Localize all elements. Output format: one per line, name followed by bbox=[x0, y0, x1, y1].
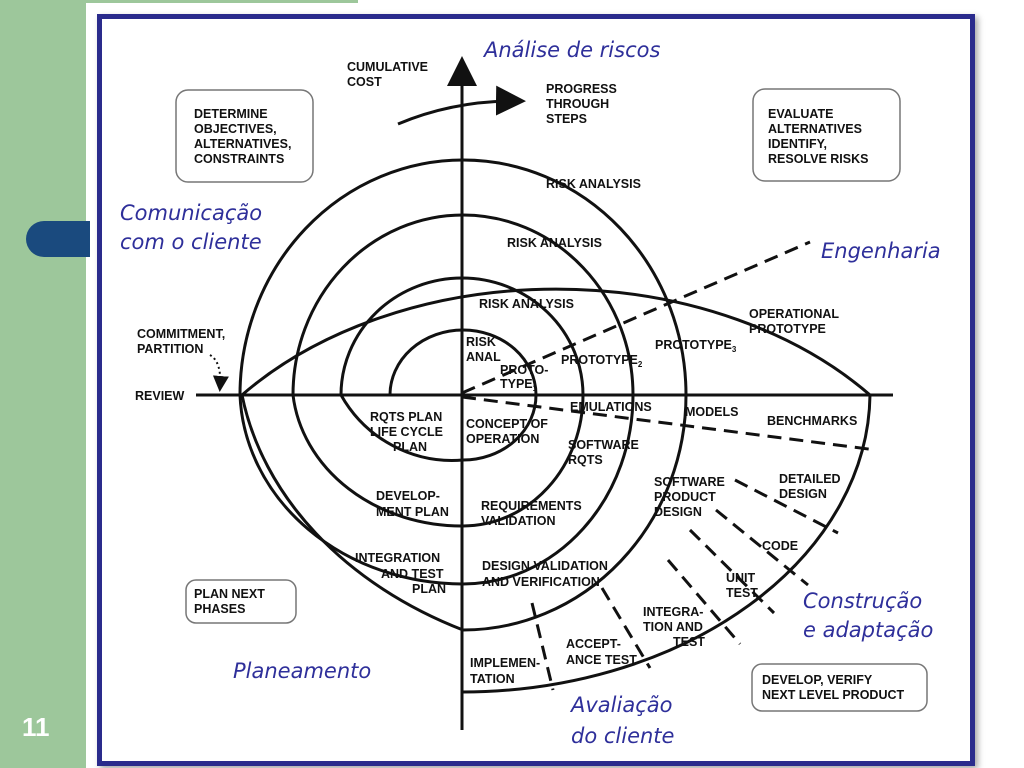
sidebar-band bbox=[0, 0, 86, 768]
phase-construcao-line-1: Construção bbox=[803, 589, 922, 613]
phase-avaliacao-line-1: Avaliação bbox=[569, 693, 672, 717]
dashed-tick-1 bbox=[734, 478, 839, 535]
plan-next-line-1: PLAN NEXT bbox=[194, 587, 265, 601]
code-label: CODE bbox=[762, 539, 798, 553]
software-rqts-line-1: SOFTWARE bbox=[568, 438, 639, 452]
rqts-plan-line-1: RQTS PLAN bbox=[370, 410, 442, 424]
develop-line-1: DEVELOP, VERIFY bbox=[762, 673, 873, 687]
prototype-1-line-2: TYPE1 bbox=[500, 377, 538, 393]
phase-comunicacao-line-2: com o cliente bbox=[120, 230, 262, 254]
dashed-tick-3 bbox=[688, 528, 776, 615]
dashed-tick-5 bbox=[600, 587, 652, 669]
concept-line-1: CONCEPT OF bbox=[466, 417, 548, 431]
software-rqts-line-2: RQTS bbox=[568, 453, 603, 467]
evaluate-line-4: RESOLVE RISKS bbox=[768, 152, 868, 166]
software-product-design-line-2: PRODUCT bbox=[654, 490, 716, 504]
software-product-design-line-3: DESIGN bbox=[654, 505, 702, 519]
cumulative-line-2: COST bbox=[347, 75, 382, 89]
operational-line-1: OPERATIONAL bbox=[749, 307, 839, 321]
spiral-loop-2 bbox=[339, 276, 585, 528]
determine-line-3: ALTERNATIVES, bbox=[194, 137, 291, 151]
spiral-loop-5 bbox=[240, 287, 872, 694]
emulations-label: EMULATIONS bbox=[570, 400, 652, 414]
determine-line-1: DETERMINE bbox=[194, 107, 268, 121]
top-accent-line bbox=[86, 0, 358, 3]
models-label: MODELS bbox=[685, 405, 738, 419]
progress-line-3: STEPS bbox=[546, 112, 587, 126]
dashed-tick-4 bbox=[666, 559, 742, 645]
dashed-tick-2 bbox=[715, 508, 809, 587]
unit-test-line-2: TEST bbox=[726, 586, 758, 600]
detailed-design-line-2: DESIGN bbox=[779, 487, 827, 501]
integration-plan-line-1: INTEGRATION bbox=[355, 551, 440, 565]
implementation-line-2: TATION bbox=[470, 672, 515, 686]
box-determine bbox=[175, 89, 314, 183]
determine-line-2: OBJECTIVES, bbox=[194, 122, 277, 136]
detailed-design-line-1: DETAILED bbox=[779, 472, 841, 486]
box-evaluate bbox=[752, 88, 901, 182]
phase-analise-riscos: Análise de riscos bbox=[482, 38, 660, 62]
phase-avaliacao-line-2: do cliente bbox=[571, 724, 674, 748]
spiral-loop-4 bbox=[238, 158, 688, 632]
prototype-2-label: PROTOTYPE2 bbox=[561, 353, 643, 369]
phase-engenharia: Engenharia bbox=[821, 239, 941, 263]
concept-line-2: OPERATION bbox=[466, 432, 539, 446]
prototype-1-line-1: PROTO- bbox=[500, 363, 548, 377]
evaluate-line-2: ALTERNATIVES bbox=[768, 122, 862, 136]
box-develop bbox=[751, 663, 928, 712]
implementation-line-1: IMPLEMEN- bbox=[470, 656, 540, 670]
evaluate-line-1: EVALUATE bbox=[768, 107, 834, 121]
integration-test-line-2: TION AND bbox=[643, 620, 703, 634]
slide-number: 11 bbox=[22, 712, 50, 742]
phase-construcao-line-2: e adaptação bbox=[803, 618, 933, 642]
plan-next-line-2: PHASES bbox=[194, 602, 245, 616]
acceptance-test-line-1: ACCEPT- bbox=[566, 637, 621, 651]
evaluate-line-3: IDENTIFY, bbox=[768, 137, 827, 151]
phase-comunicacao-line-1: Comunicação bbox=[120, 201, 262, 225]
software-product-design-line-1: SOFTWARE bbox=[654, 475, 725, 489]
integration-plan-line-2: AND TEST bbox=[381, 567, 444, 581]
risk-anal-line-1: RISK bbox=[466, 335, 496, 349]
commitment-arrow bbox=[209, 354, 229, 392]
unit-test-line-1: UNIT bbox=[726, 571, 756, 585]
integration-test-line-1: INTEGRA- bbox=[643, 605, 703, 619]
requirements-validation-line-2: VALIDATION bbox=[481, 514, 556, 528]
risk-analysis-inner: RISK ANALYSIS bbox=[479, 297, 574, 311]
design-validation-line-2: AND VERIFICATION bbox=[482, 575, 600, 589]
risk-analysis-outer: RISK ANALYSIS bbox=[546, 177, 641, 191]
dashed-line-upper bbox=[461, 240, 811, 395]
commitment-line-1: COMMITMENT, bbox=[137, 327, 225, 341]
prototype-3-label: PROTOTYPE3 bbox=[655, 338, 737, 354]
rqts-plan-line-2: LIFE CYCLE bbox=[370, 425, 443, 439]
progress-arrow bbox=[397, 85, 526, 126]
cumulative-line-1: CUMULATIVE bbox=[347, 60, 428, 74]
dashed-line-lower bbox=[461, 395, 877, 452]
review-label: REVIEW bbox=[135, 389, 185, 403]
spiral-loop-3 bbox=[291, 213, 635, 586]
design-validation-line-1: DESIGN VALIDATION bbox=[482, 559, 608, 573]
rqts-plan-line-3: PLAN bbox=[393, 440, 427, 454]
risk-analysis-mid: RISK ANALYSIS bbox=[507, 236, 602, 250]
progress-line-1: PROGRESS bbox=[546, 82, 617, 96]
risk-anal-line-2: ANAL bbox=[466, 350, 501, 364]
box-plan-next bbox=[185, 579, 297, 624]
develop-line-2: NEXT LEVEL PRODUCT bbox=[762, 688, 905, 702]
spiral-loop-1 bbox=[388, 328, 538, 462]
acceptance-test-line-2: ANCE TEST bbox=[566, 653, 637, 667]
dashed-tick-6 bbox=[530, 602, 555, 691]
progress-line-2: THROUGH bbox=[546, 97, 609, 111]
determine-line-4: CONSTRAINTS bbox=[194, 152, 284, 166]
benchmarks-label: BENCHMARKS bbox=[767, 414, 857, 428]
commitment-line-2: PARTITION bbox=[137, 342, 203, 356]
integration-test-line-3: TEST bbox=[673, 635, 705, 649]
integration-plan-line-3: PLAN bbox=[412, 582, 446, 596]
requirements-validation-line-1: REQUIREMENTS bbox=[481, 499, 582, 513]
sidebar-tab bbox=[26, 221, 90, 257]
development-plan-line-1: DEVELOP- bbox=[376, 489, 440, 503]
dashed-dividers bbox=[461, 240, 877, 691]
development-plan-line-2: MENT PLAN bbox=[376, 505, 449, 519]
phase-planeamento: Planeamento bbox=[233, 659, 371, 683]
operational-line-2: PROTOTYPE bbox=[749, 322, 826, 336]
